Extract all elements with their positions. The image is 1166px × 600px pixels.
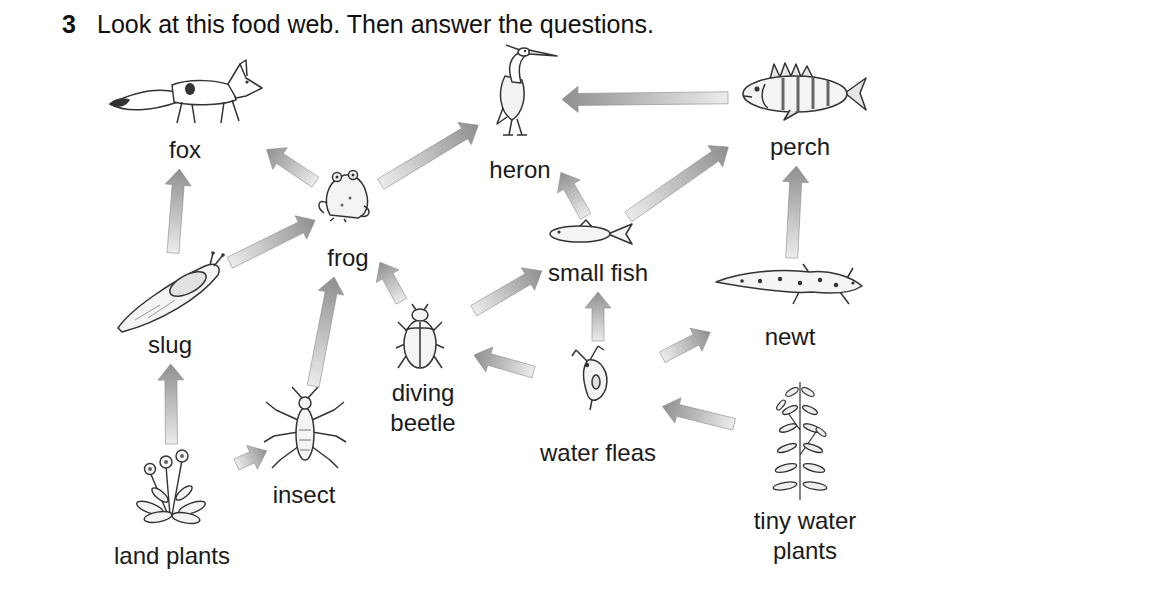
fox-drawing [110, 60, 262, 123]
organism-label: land plants [114, 541, 230, 571]
organism-node: frog [317, 165, 379, 275]
small-fish-drawing [550, 220, 632, 244]
food-arrow [585, 292, 611, 341]
food-arrow [234, 446, 267, 470]
organism-label: newt [765, 322, 816, 352]
organism-node: tiny water plants [736, 378, 874, 568]
organism-label: insect [273, 480, 336, 510]
heron-drawing [497, 45, 557, 135]
organism-node: slug [112, 255, 228, 362]
question-title: Look at this food web. Then answer the q… [97, 10, 654, 39]
food-arrow [558, 173, 591, 220]
slug-drawing [118, 251, 225, 332]
question-number: 3 [62, 10, 76, 39]
food-arrow [662, 398, 735, 430]
organism-label: water fleas [540, 438, 656, 468]
water-plant-drawing [773, 382, 828, 500]
food-arrow [471, 268, 542, 316]
beetle-drawing [396, 304, 444, 368]
food-arrow [267, 148, 319, 187]
organism-node: small fish [544, 218, 653, 290]
organism-label: diving beetle [378, 378, 468, 438]
organism-label: tiny water plants [740, 506, 870, 566]
organism-label: fox [169, 135, 201, 165]
organism-node: land plants [110, 446, 235, 573]
food-arrow [158, 364, 184, 444]
organism-label: perch [770, 132, 830, 162]
organism-label: slug [148, 330, 192, 360]
food-arrow [165, 169, 191, 253]
organism-node: perch [730, 62, 870, 164]
land-plant-drawing [135, 450, 207, 525]
organism-node: insect [269, 388, 340, 512]
organism-node: heron [480, 45, 560, 187]
water-flea-drawing [572, 346, 607, 410]
insect-drawing [264, 387, 346, 468]
food-arrow [227, 216, 315, 268]
organism-node: diving beetle [374, 303, 472, 440]
organism-label: heron [489, 155, 550, 185]
organism-node: newt [712, 260, 868, 354]
frog-drawing [319, 171, 369, 223]
food-arrow [562, 86, 728, 112]
perch-drawing [743, 63, 866, 120]
organism-label: small fish [548, 258, 648, 288]
organism-label: frog [327, 243, 368, 273]
food-arrow [307, 277, 344, 387]
food-arrow [783, 166, 809, 258]
newt-drawing [716, 264, 862, 304]
organism-node: water fleas [536, 343, 661, 470]
food-arrow [376, 262, 406, 304]
food-arrow [474, 347, 535, 378]
organism-node: fox [105, 55, 265, 167]
food-arrow [660, 328, 711, 362]
food-arrow [378, 122, 479, 189]
food-arrow [625, 146, 729, 222]
